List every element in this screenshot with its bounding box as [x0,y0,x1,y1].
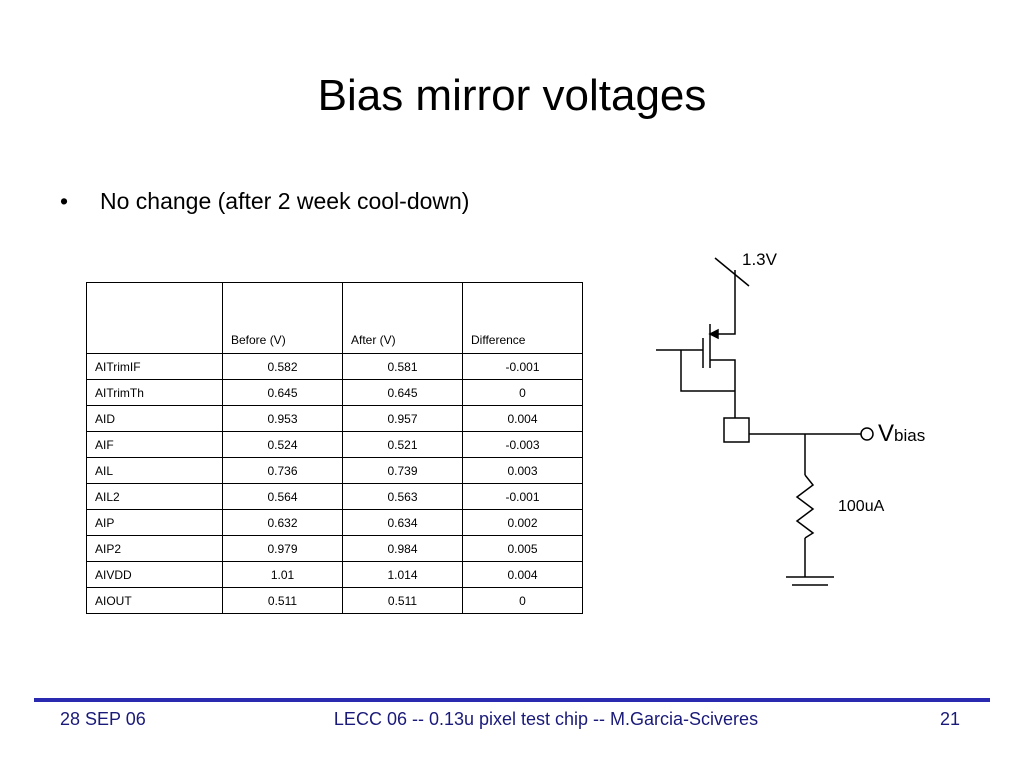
table-cell: 0.581 [342,353,463,380]
table-header-cell: After (V) [342,282,463,354]
footer-page-number: 21 [940,709,961,729]
table-cell: 0 [462,379,583,406]
table-cell: 1.01 [222,561,343,588]
table-header-cell: Difference [462,282,583,354]
table-cell: 0.003 [462,457,583,484]
table-row-label: AIVDD [86,561,223,588]
table-cell: -0.001 [462,353,583,380]
output-terminal [860,427,874,441]
bullet-text: No change (after 2 week cool-down) [100,188,470,214]
table-cell: 0.979 [222,535,343,562]
table-cell: 0.564 [222,483,343,510]
table-cell: 0.511 [342,587,463,614]
table-cell: -0.001 [462,483,583,510]
table-cell: 0.524 [222,431,343,458]
slide-title: Bias mirror voltages [317,71,707,120]
table-row-label: AIF [86,431,223,458]
table-header-cell: Before (V) [222,282,343,354]
table-cell: 0.645 [222,379,343,406]
table-cell: 0.563 [342,483,463,510]
table-row-label: AIP [86,509,223,536]
table-cell: 0.632 [222,509,343,536]
drain-wire [710,359,736,418]
current-label: 100uA [838,498,885,515]
footer-divider [34,698,990,702]
table-cell: 0.004 [462,405,583,432]
supply-label: 1.3V [742,250,778,269]
pad-square [723,417,750,443]
supply-line [714,257,750,287]
table-row-label: AID [86,405,223,432]
table-header-cell [86,282,223,354]
table-cell: 0.736 [222,457,343,484]
table-cell: 0.002 [462,509,583,536]
bias-voltage-table: Before (V) After (V) Difference AITrimIF… [86,282,583,614]
table-row-label: AITrimIF [86,353,223,380]
table-row-label: AIP2 [86,535,223,562]
table-header-row: Before (V) After (V) Difference [86,282,583,354]
table-cell: 0.984 [342,535,463,562]
table-cell: 0.004 [462,561,583,588]
bullet-item: • No change (after 2 week cool-down) [60,186,469,216]
diode-connection [680,350,735,392]
table-row-label: AIL2 [86,483,223,510]
table-cell: 0.645 [342,379,463,406]
footer-date: 28 SEP 06 [60,709,146,729]
table-cell: 0.005 [462,535,583,562]
table-cell: 0.634 [342,509,463,536]
table-cell: 0 [462,587,583,614]
bullet-marker: • [60,188,69,214]
bias-mirror-schematic: 1.3V Vbias 100uA [656,250,925,586]
source-wire [710,270,736,335]
source-arrow [708,328,719,340]
table-cell: -0.003 [462,431,583,458]
footer-title: LECC 06 -- 0.13u pixel test chip -- M.Ga… [333,709,759,729]
output-label: Vbias [878,420,925,447]
table-cell: 1.014 [342,561,463,588]
table-cell: 0.953 [222,405,343,432]
table-cell: 0.582 [222,353,343,380]
table-row-label: AITrimTh [86,379,223,406]
resistor [795,474,815,539]
table-row-label: AIL [86,457,223,484]
table-cell: 0.739 [342,457,463,484]
table-row-label: AIOUT [86,587,223,614]
table-cell: 0.521 [342,431,463,458]
table-cell: 0.957 [342,405,463,432]
table-cell: 0.511 [222,587,343,614]
